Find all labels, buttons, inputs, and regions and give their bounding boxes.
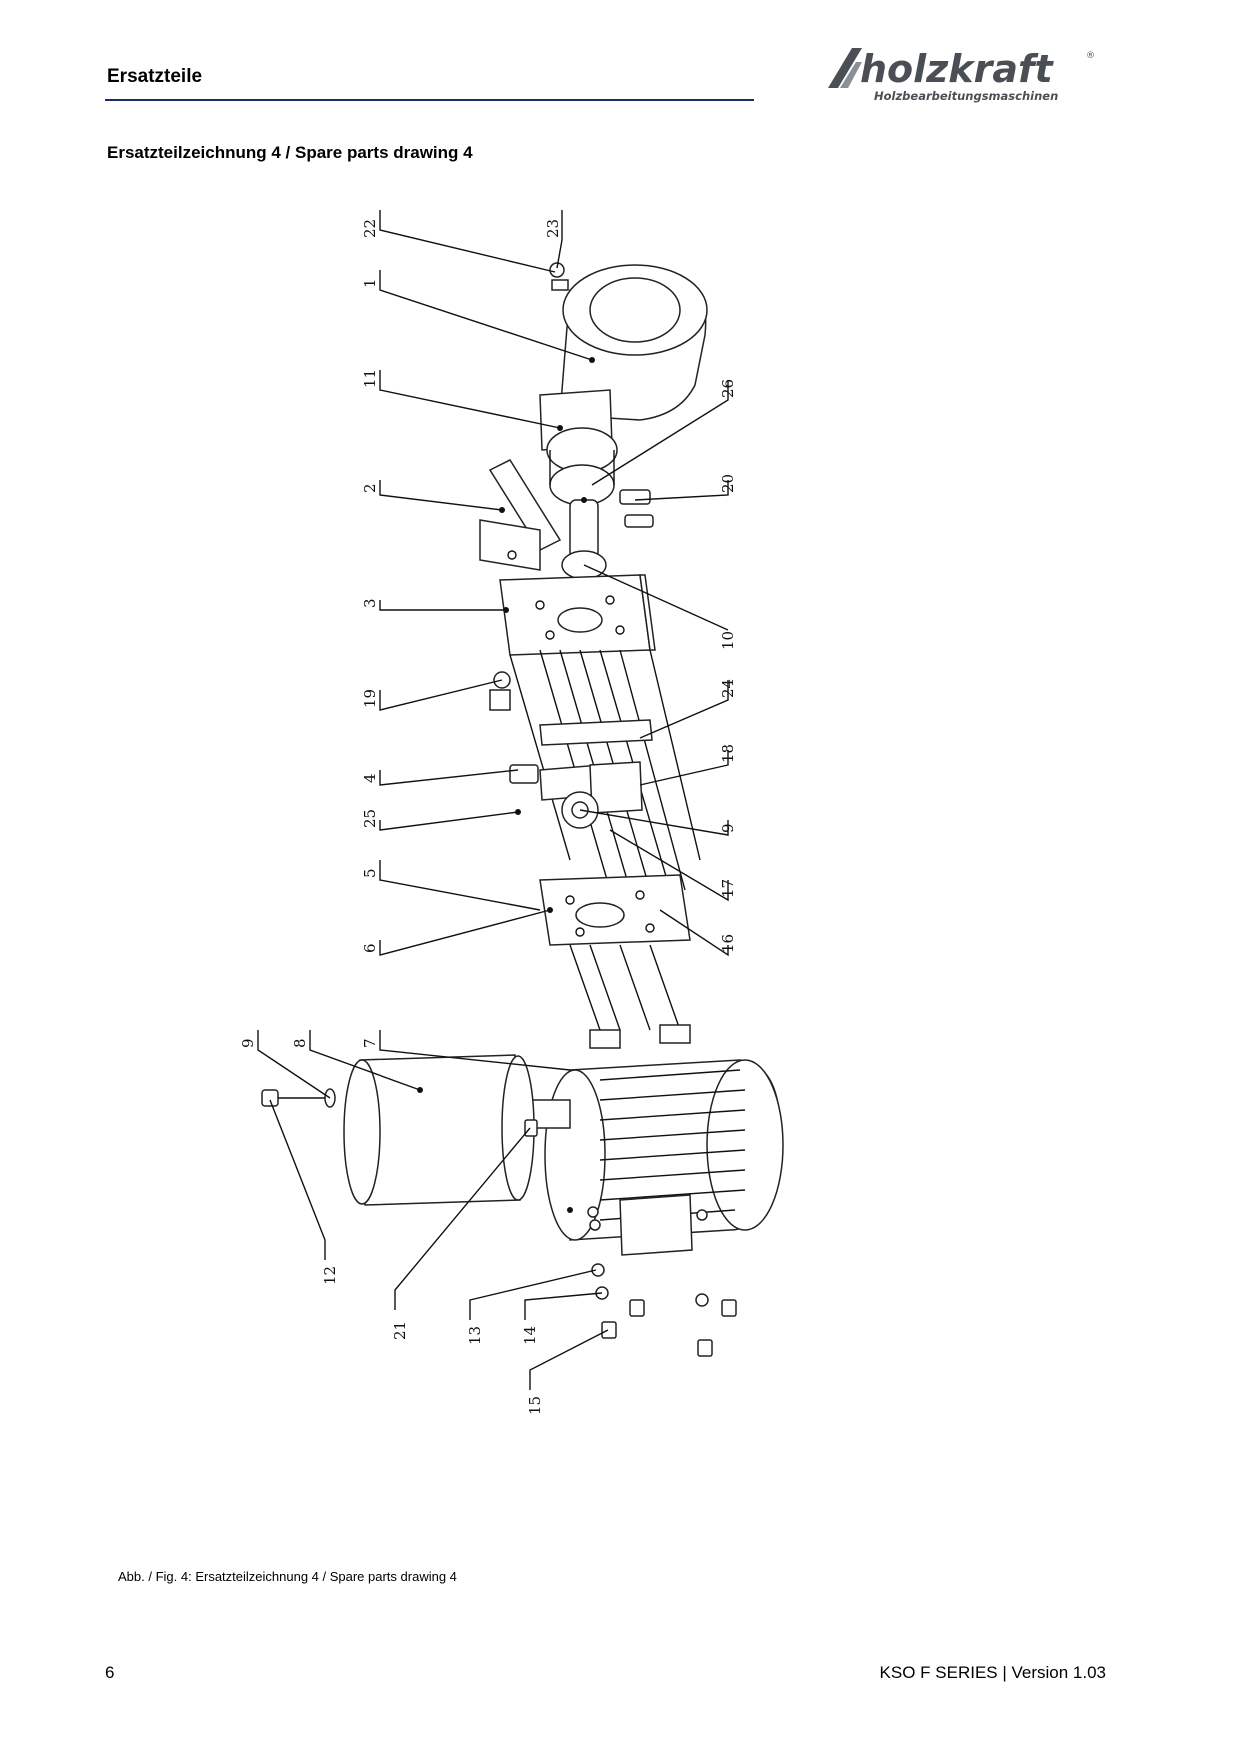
callout-21: 21 <box>391 1321 409 1340</box>
callout-20: 20 <box>719 474 737 493</box>
callout-23: 23 <box>544 219 562 238</box>
callout-9: 9 <box>719 823 737 833</box>
figure-caption: Abb. / Fig. 4: Ersatzteilzeichnung 4 / S… <box>118 1569 457 1584</box>
document-series-version: KSO F SERIES | Version 1.03 <box>879 1663 1106 1682</box>
logo-tagline: Holzbearbeitungsmaschinen <box>874 89 1058 103</box>
callout-7: 7 <box>361 1038 379 1048</box>
callout-22: 22 <box>361 219 379 238</box>
callout-1: 1 <box>361 278 379 288</box>
callout-16: 16 <box>719 934 737 953</box>
header-divider <box>105 99 754 101</box>
callout-19: 19 <box>361 689 379 708</box>
callout-15: 15 <box>526 1396 544 1415</box>
page-section-title: Ersatzteile <box>107 66 203 87</box>
logo-wordmark: holzkraft <box>860 47 1054 91</box>
callout-14: 14 <box>521 1326 539 1345</box>
fasteners-drawing <box>261 1088 737 1357</box>
callout-12: 12 <box>321 1266 339 1285</box>
logo-registered-mark: ® <box>1086 51 1095 61</box>
callout-24: 24 <box>719 679 737 698</box>
roller-8-drawing <box>343 1054 535 1206</box>
drawing-heading: Ersatzteilzeichnung 4 / Spare parts draw… <box>107 143 473 162</box>
callout-4: 4 <box>361 773 379 783</box>
spare-parts-drawing: 22 23 1 11 26 2 20 3 10 19 24 4 18 25 9 … <box>239 210 920 1550</box>
callout-6: 6 <box>361 943 379 953</box>
leader-lines <box>257 210 729 1390</box>
callout-17: 17 <box>719 879 737 898</box>
bracket-2-drawing <box>479 459 562 571</box>
holzkraft-logo: holzkraft ® Holzbearbeitungsmaschinen <box>826 44 1106 106</box>
callout-5: 5 <box>361 868 379 878</box>
callout-13: 13 <box>466 1326 484 1345</box>
plate-6-drawing <box>539 874 691 1049</box>
motor-1-drawing <box>539 262 708 506</box>
shaft-10-drawing <box>561 489 654 581</box>
callout-2: 2 <box>361 483 379 493</box>
callout-8: 8 <box>291 1038 309 1048</box>
callout-9-lower: 9 <box>240 1038 257 1048</box>
callout-18: 18 <box>719 744 737 763</box>
motor-7-drawing <box>529 1059 784 1256</box>
plate-3-drawing <box>499 574 656 656</box>
callout-labels: 22 23 1 11 26 2 20 3 10 19 24 4 18 25 9 … <box>239 219 737 1415</box>
callout-10: 10 <box>719 631 737 650</box>
callout-26: 26 <box>719 379 737 398</box>
callout-11: 11 <box>361 369 379 388</box>
page-number: 6 <box>105 1663 115 1682</box>
coupling-block-drawing <box>489 671 653 829</box>
callout-25: 25 <box>361 809 379 828</box>
callout-3: 3 <box>361 598 379 608</box>
